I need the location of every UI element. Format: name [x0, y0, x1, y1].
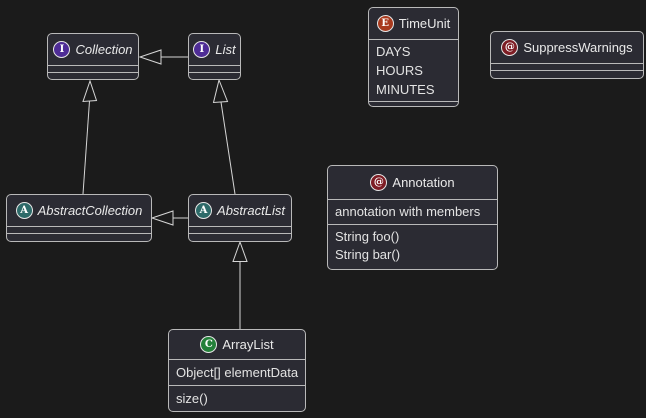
enum-value: DAYS	[376, 44, 411, 59]
class-spot-icon: C	[200, 336, 218, 353]
annotation-name-suppresswarnings: SuppressWarnings	[523, 40, 633, 55]
class-box-abstractlist: A AbstractList	[188, 194, 292, 242]
interface-spot-icon: I	[193, 41, 211, 58]
enum-spot-icon: E	[376, 15, 394, 32]
methods-compartment-empty	[189, 72, 240, 79]
methods-compartment-empty	[189, 233, 291, 240]
class-name-list: List	[215, 42, 236, 57]
abstract-spot-icon: A	[15, 202, 33, 219]
enum-name-timeunit: TimeUnit	[398, 16, 451, 31]
annotation-spot-icon: @	[370, 174, 388, 191]
enum-values-compartment: DAYS HOURS MINUTES	[369, 39, 458, 101]
fields-compartment-empty	[189, 65, 240, 72]
abstractlist-title: A AbstractList	[189, 195, 291, 226]
field-entry: Object[] elementData	[176, 365, 299, 380]
fields-compartment: annotation with members	[328, 199, 497, 224]
methods-compartment-empty	[491, 70, 643, 77]
methods-compartment-empty	[369, 101, 458, 106]
extends-arrow-list-to-collection	[138, 49, 188, 65]
suppresswarnings-title: @ SuppressWarnings	[491, 32, 643, 63]
extends-arrow-arraylist-to-abstractlist	[232, 240, 248, 329]
arraylist-title: C ArrayList	[169, 330, 305, 359]
fields-compartment-empty	[48, 65, 138, 72]
class-name-abstractlist: AbstractList	[217, 203, 285, 218]
fields-compartment-empty	[7, 226, 151, 233]
extends-arrow-abstractlist-to-abstractcollection	[150, 210, 188, 226]
annotation-spot-icon: @	[501, 39, 519, 56]
class-box-list: I List	[188, 33, 241, 80]
class-box-arraylist: C ArrayList Object[] elementData size()	[168, 329, 306, 412]
annotation-name-annotation: Annotation	[392, 175, 455, 190]
methods-compartment-empty	[48, 72, 138, 79]
fields-compartment-empty	[491, 63, 643, 70]
enum-value: MINUTES	[376, 82, 435, 97]
enum-box-timeunit: E TimeUnit DAYS HOURS MINUTES	[368, 7, 459, 107]
abstract-spot-icon: A	[195, 202, 213, 219]
collection-title: I Collection	[48, 34, 138, 65]
methods-compartment: size()	[169, 385, 305, 411]
class-box-collection: I Collection	[47, 33, 139, 80]
list-title: I List	[189, 34, 240, 65]
class-box-abstractcollection: A AbstractCollection	[6, 194, 152, 242]
methods-compartment: String foo() String bar()	[328, 224, 497, 267]
class-name-collection: Collection	[75, 42, 133, 57]
abstractcollection-title: A AbstractCollection	[7, 195, 151, 226]
fields-compartment-empty	[189, 226, 291, 233]
interface-spot-icon: I	[53, 41, 71, 58]
method-entry: String foo()	[335, 229, 400, 244]
field-entry: annotation with members	[335, 204, 481, 219]
method-entry: size()	[176, 391, 208, 406]
extends-arrow-abstractlist-to-list	[212, 78, 236, 195]
annotation-box-suppresswarnings: @ SuppressWarnings	[490, 31, 644, 79]
annotation-box-annotation: @ Annotation annotation with members Str…	[327, 165, 498, 270]
fields-compartment: Object[] elementData	[169, 359, 305, 385]
extends-arrow-abstractcollection-to-collection	[82, 79, 98, 195]
method-entry: String bar()	[335, 247, 401, 262]
class-name-abstractcollection: AbstractCollection	[37, 203, 143, 218]
methods-compartment-empty	[7, 233, 151, 240]
class-name-arraylist: ArrayList	[222, 337, 274, 352]
annotation-title: @ Annotation	[328, 166, 497, 199]
timeunit-title: E TimeUnit	[369, 8, 458, 39]
enum-value: HOURS	[376, 63, 423, 78]
